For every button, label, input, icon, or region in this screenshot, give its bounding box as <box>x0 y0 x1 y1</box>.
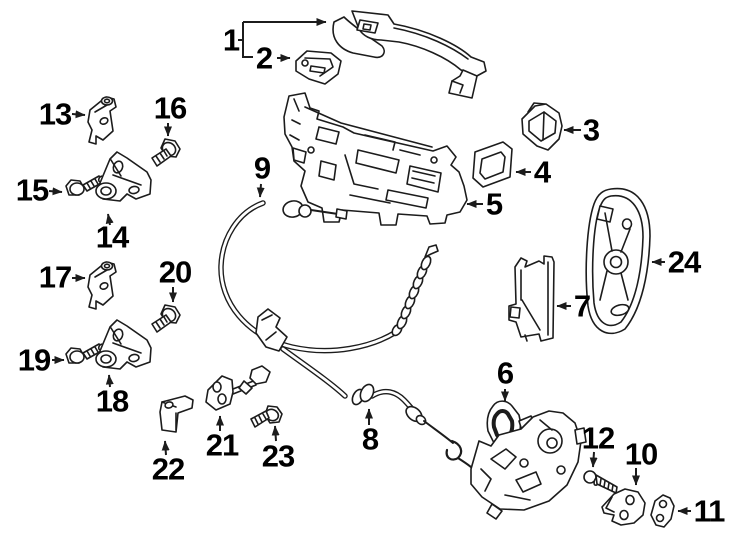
part-17-lower-hinge-leaf <box>87 261 117 310</box>
callout-7: 7 <box>573 288 591 324</box>
callout-9: 9 <box>253 150 271 186</box>
callout-11: 11 <box>693 493 726 529</box>
callout-6: 6 <box>496 355 514 391</box>
leader-12 <box>589 451 598 468</box>
callout-13: 13 <box>38 96 72 132</box>
callout-21: 21 <box>205 427 239 463</box>
part-24-carrier-seal <box>586 189 650 334</box>
part-1-outside-door-handle <box>333 11 486 98</box>
leader-18 <box>105 374 114 388</box>
leader-13 <box>71 110 86 119</box>
callout-1: 1 <box>222 22 240 58</box>
part-4-handle-gasket <box>473 142 512 187</box>
part-22-check-bracket <box>160 396 193 432</box>
leader-14 <box>105 213 114 226</box>
callout-12: 12 <box>581 420 615 456</box>
callout-2: 2 <box>255 40 273 76</box>
callout-3: 3 <box>582 112 600 148</box>
leader-22 <box>161 440 170 456</box>
callout-24: 24 <box>667 244 701 280</box>
callout-17: 17 <box>38 259 72 295</box>
callout-4: 4 <box>533 154 551 190</box>
callout-14: 14 <box>95 219 129 255</box>
callout-15: 15 <box>15 172 49 208</box>
part-20-lower-hinge-bolt <box>151 304 181 333</box>
callout-16: 16 <box>153 90 187 126</box>
part-21-door-check <box>206 366 270 410</box>
callout-10: 10 <box>624 436 658 472</box>
part-8-lock-cable <box>256 309 472 468</box>
callout-22: 22 <box>151 451 185 487</box>
callout-5: 5 <box>485 186 503 222</box>
part-13-upper-hinge-leaf <box>87 96 117 145</box>
callout-8: 8 <box>361 421 379 457</box>
callout-20: 20 <box>158 254 192 290</box>
part-12-striker-screw <box>584 471 617 493</box>
part-9-release-cable <box>221 199 438 350</box>
callout-23: 23 <box>261 438 295 474</box>
part-5-handle-carrier-bracket <box>284 93 467 225</box>
part-11-striker-shim <box>651 495 674 527</box>
leader-bracket-1 <box>238 22 253 58</box>
part-18-lower-hinge-bracket <box>95 319 152 370</box>
part-16-upper-hinge-bolt <box>151 138 181 167</box>
callout-19: 19 <box>17 342 51 378</box>
leader-9 <box>256 183 265 198</box>
part-3-handle-cover <box>522 103 562 150</box>
callout-18: 18 <box>95 383 129 419</box>
part-7-lock-bracket <box>509 256 554 341</box>
part-6-door-lock-actuator <box>471 401 586 519</box>
part-10-striker-plate <box>602 489 645 525</box>
part-2-handle-end-cap <box>296 51 341 84</box>
leader-15 <box>48 187 63 196</box>
leader-23 <box>271 425 280 442</box>
part-23-check-bolt <box>251 406 282 427</box>
part-14-upper-hinge-bracket <box>95 151 152 202</box>
